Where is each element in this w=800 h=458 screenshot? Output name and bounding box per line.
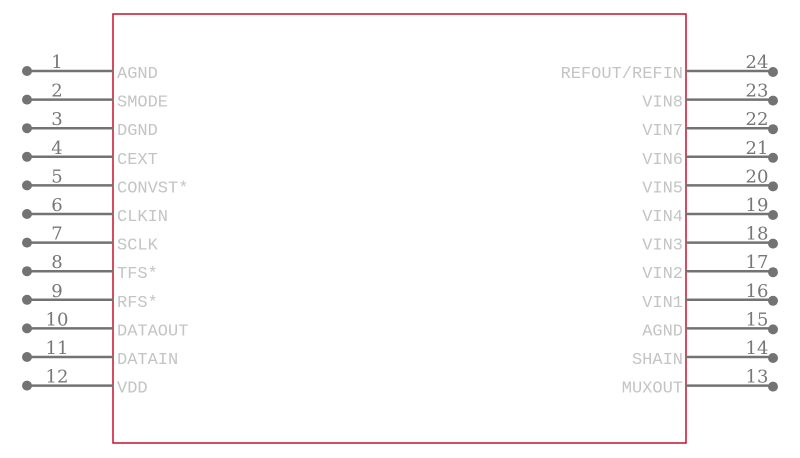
pin-label: VIN2 [642,265,683,284]
pin-label: CLKIN [117,208,168,227]
pin-number: 12 [46,367,69,388]
pin-label: VDD [117,380,148,399]
pin-endpoint[interactable] [768,152,778,163]
pin-label: VIN4 [642,208,683,227]
pin-label: AGND [117,65,158,84]
pin-label: VIN3 [642,237,683,256]
pin-number: 21 [746,138,769,159]
pin-label: VIN6 [642,151,683,170]
pin-endpoint[interactable] [768,181,778,192]
pin-label: SHAIN [632,351,683,370]
pin-label: REFOUT/REFIN [561,65,683,84]
pin-endpoint[interactable] [22,180,32,191]
pin-label: AGND [642,322,683,341]
pin-label: TFS* [117,265,158,284]
pin-number: 6 [51,195,62,216]
pin-number: 5 [51,166,62,187]
pin-label: VIN8 [642,94,683,113]
pin-endpoint[interactable] [768,353,778,363]
pin-number: 13 [746,367,769,388]
pin-label: SCLK [117,237,159,256]
pin-endpoint[interactable] [22,151,32,162]
pin-number: 16 [746,281,769,302]
pin-endpoint[interactable] [22,323,32,334]
pin-endpoint[interactable] [768,124,778,135]
pin-label: VIN5 [642,179,683,198]
pin-number: 24 [746,52,769,73]
pin-number: 19 [746,195,769,216]
pin-endpoint[interactable] [22,209,32,219]
pin-label: CONVST* [117,179,188,198]
pin-endpoint[interactable] [768,381,778,392]
pin-number: 17 [746,252,769,273]
pin-endpoint[interactable] [22,66,32,76]
pin-number: 20 [746,166,769,187]
pin-endpoint[interactable] [768,267,778,278]
pin-endpoint[interactable] [768,210,778,220]
component-body [112,13,687,444]
pin-label: DATAOUT [117,322,188,341]
pin-label: VIN1 [642,294,683,313]
pin-endpoint[interactable] [22,123,32,134]
pin-endpoint[interactable] [22,352,32,362]
pin-number: 15 [746,309,769,330]
pin-endpoint[interactable] [768,67,778,77]
pin-endpoint[interactable] [768,324,778,335]
pin-number: 8 [51,252,62,273]
pin-number: 10 [46,309,69,330]
pin-number: 11 [46,338,69,359]
pin-endpoint[interactable] [22,294,32,305]
pin-endpoint[interactable] [22,266,32,277]
pin-number: 14 [746,338,769,359]
pin-endpoint[interactable] [768,238,778,249]
pin-label: RFS* [117,294,158,313]
pin-number: 22 [746,109,769,130]
pin-endpoint[interactable] [768,295,778,306]
pin-number: 4 [51,138,62,159]
pin-number: 2 [51,81,62,102]
pin-number: 3 [51,109,62,130]
pin-endpoint[interactable] [768,95,778,106]
pin-number: 1 [51,52,62,73]
pin-label: MUXOUT [622,380,683,399]
pin-label: CEXT [117,151,158,170]
pin-label: SMODE [117,94,168,113]
pin-number: 18 [746,224,769,245]
pin-endpoint[interactable] [22,237,32,248]
pin-label: VIN7 [642,122,683,141]
pin-endpoint[interactable] [22,380,32,391]
pin-label: DATAIN [117,351,178,370]
pin-endpoint[interactable] [22,94,32,105]
pin-number: 23 [746,81,769,102]
pin-number: 7 [51,224,62,245]
pin-label: DGND [117,122,158,141]
pin-number: 9 [51,281,62,302]
